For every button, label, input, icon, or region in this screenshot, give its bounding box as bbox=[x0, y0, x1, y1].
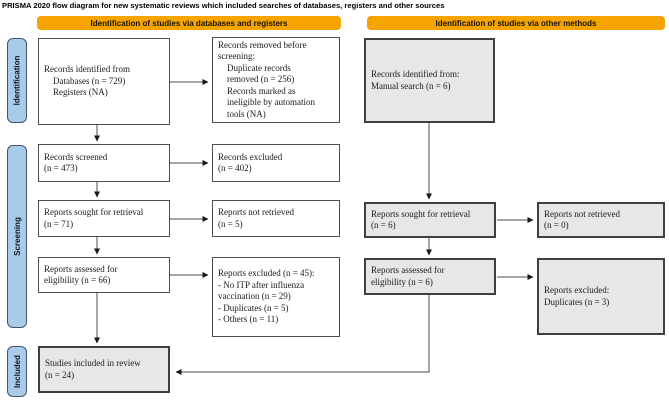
box-reports-sought-other-text: Reports sought for retrieval (n = 6) bbox=[371, 208, 471, 231]
box-records-screened-text: Records screened (n = 473) bbox=[44, 151, 108, 174]
box-reports-assessed-databases: Reports assessed for eligibility (n = 66… bbox=[38, 257, 170, 293]
box-reports-excluded-reasons: Reports excluded (n = 45): - No ITP afte… bbox=[212, 257, 340, 337]
box-reports-sought-other: Reports sought for retrieval (n = 6) bbox=[364, 202, 496, 238]
box-reports-assessed-databases-text: Reports assessed for eligibility (n = 66… bbox=[44, 263, 118, 286]
box-reports-excluded-duplicates-text: Reports excluded: Duplicates (n = 3) bbox=[544, 285, 610, 307]
header-databases-registers-label: Identification of studies via databases … bbox=[90, 18, 288, 28]
box-records-identified-databases-text: Records identified from Databases (n = 7… bbox=[44, 64, 130, 98]
box-reports-excluded-duplicates: Reports excluded: Duplicates (n = 3) bbox=[537, 258, 665, 335]
box-records-excluded: Records excluded (n = 402) bbox=[212, 144, 340, 182]
diagram-title: PRISMA 2020 flow diagram for new systema… bbox=[2, 1, 445, 10]
header-databases-registers: Identification of studies via databases … bbox=[37, 16, 341, 30]
box-reports-assessed-other: Reports assessed for eligibility (n = 6) bbox=[364, 258, 496, 295]
box-reports-not-retrieved-other-text: Reports not retrieved (n = 0) bbox=[544, 208, 620, 231]
stage-label-identification-text: Identification bbox=[12, 55, 22, 106]
box-records-removed-before-screening-text: Records removed before screening: Duplic… bbox=[218, 39, 315, 119]
box-records-removed-before-screening: Records removed before screening: Duplic… bbox=[212, 37, 340, 123]
box-records-identified-databases: Records identified from Databases (n = 7… bbox=[38, 38, 170, 125]
stage-label-screening: Screening bbox=[7, 145, 27, 328]
stage-label-included: Included bbox=[7, 346, 27, 397]
box-reports-sought-databases: Reports sought for retrieval (n = 71) bbox=[38, 200, 170, 237]
box-records-identified-other-text: Records identified from: Manual search (… bbox=[371, 69, 460, 91]
stage-label-included-text: Included bbox=[12, 355, 22, 388]
box-records-identified-other: Records identified from: Manual search (… bbox=[364, 38, 495, 123]
header-other-methods-label: Identification of studies via other meth… bbox=[435, 18, 597, 28]
stage-label-screening-text: Screening bbox=[12, 217, 22, 256]
header-other-methods: Identification of studies via other meth… bbox=[367, 16, 665, 30]
box-reports-not-retrieved-databases: Reports not retrieved (n = 5) bbox=[212, 200, 340, 237]
box-records-screened: Records screened (n = 473) bbox=[38, 144, 170, 182]
box-reports-sought-databases-text: Reports sought for retrieval (n = 71) bbox=[44, 207, 144, 229]
box-reports-not-retrieved-other: Reports not retrieved (n = 0) bbox=[537, 202, 665, 238]
box-reports-excluded-reasons-text: Reports excluded (n = 45): - No ITP afte… bbox=[218, 268, 315, 325]
box-reports-not-retrieved-databases-text: Reports not retrieved (n = 5) bbox=[218, 207, 294, 229]
box-records-excluded-text: Records excluded (n = 402) bbox=[218, 151, 283, 174]
box-reports-assessed-other-text: Reports assessed for eligibility (n = 6) bbox=[371, 265, 445, 287]
box-studies-included: Studies included in review (n = 24) bbox=[38, 346, 170, 393]
stage-label-identification: Identification bbox=[7, 38, 27, 123]
box-studies-included-text: Studies included in review (n = 24) bbox=[45, 358, 141, 380]
